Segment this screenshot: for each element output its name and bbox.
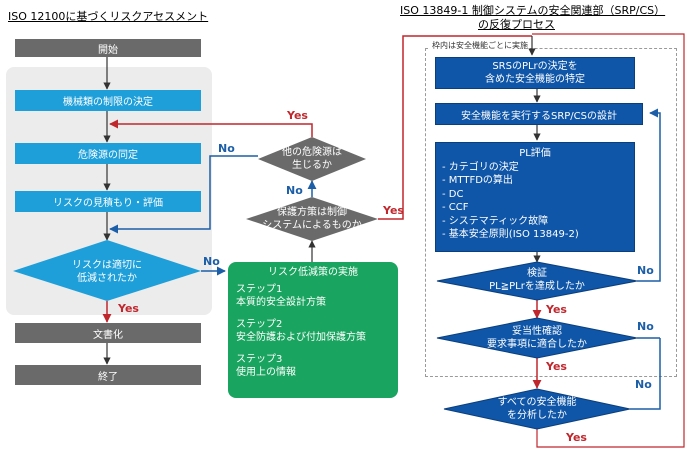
srs-line1: SRSのPLrの決定を — [492, 61, 578, 72]
step3-text: 使用上の情報 — [236, 367, 296, 378]
yes-label-verify: Yes — [546, 303, 567, 316]
design-box: 安全機能を実行するSRP/CSの設計 — [435, 103, 643, 125]
risk-decision-line1: リスクは適切に — [72, 260, 142, 271]
limits-box: 機械類の制限の決定 — [15, 90, 201, 111]
step3-label: ステップ3 — [236, 353, 283, 365]
risk-reduction-title: リスク低減策の実施 — [268, 267, 358, 278]
no-label-verify: No — [637, 264, 654, 277]
all-functions-line1: すべての安全機能 — [497, 397, 577, 408]
srs-box: SRSのPLrの決定を 含めた安全機能の特定 — [435, 57, 635, 89]
all-functions-text: すべての安全機能 を分析したか — [472, 395, 602, 423]
pl-item: - 基本安全原則(ISO 13849-2) — [442, 229, 579, 240]
step1-label: ステップ1 — [236, 283, 283, 295]
verify-text: 検証 PL≧PLrを達成したか — [467, 266, 607, 294]
all-functions-line2: を分析したか — [507, 410, 567, 421]
other-hazard-line2: 生じるか — [292, 160, 332, 171]
validate-diamond — [436, 317, 638, 359]
arrow-other-yes — [109, 119, 313, 137]
other-hazard-text: 他の危険源は 生じるか — [262, 145, 362, 173]
right-title-line1: ISO 13849-1 制御システムの安全関連部（SRP/CS） — [400, 4, 666, 17]
risk-estimation-box: リスクの見積もり・評価 — [15, 191, 201, 212]
per-function-frame — [425, 48, 677, 377]
step2-label: ステップ2 — [236, 318, 283, 330]
verify-line2: PL≧PLrを達成したか — [489, 281, 585, 292]
no-label-risk-decision: No — [203, 255, 220, 268]
control-system-line2: システムによるものか — [262, 220, 362, 231]
risk-decision-diamond — [13, 240, 201, 301]
step1-text: 本質的安全設計方策 — [236, 297, 326, 308]
hazard-identification-box: 危険源の同定 — [15, 143, 201, 164]
pl-item: - CCF — [442, 202, 469, 213]
control-system-text: 保護方策は制御 システムによるものか — [256, 205, 368, 233]
step2-text: 安全防護および付加保護方策 — [236, 332, 366, 343]
documentation-box: 文書化 — [15, 323, 201, 343]
control-system-line1: 保護方策は制御 — [277, 207, 347, 218]
pl-evaluation-box: PL評価 - カテゴリの決定 - MTTFDの算出 - DC - CCF - シ… — [435, 142, 635, 252]
arrow-all-yes — [532, 33, 685, 448]
risk-decision-text: リスクは適切に 低減されたか — [47, 257, 167, 287]
control-system-diamond — [246, 197, 378, 241]
yes-label-risk-decision: Yes — [118, 302, 139, 315]
other-hazard-line1: 他の危険源は — [282, 147, 342, 158]
yes-label-other-hazard: Yes — [287, 109, 308, 122]
risk-decision-line2: 低減されたか — [77, 273, 137, 284]
risk-reduction-box: リスク低減策の実施 ステップ1 本質的安全設計方策 ステップ2 安全防護および付… — [228, 262, 398, 398]
yes-label-validate: Yes — [546, 360, 567, 373]
validate-line2: 要求事項に適合したか — [487, 339, 587, 350]
no-label-control-system: No — [286, 184, 303, 197]
arrow-all-no — [630, 338, 661, 410]
end-box: 終了 — [15, 365, 201, 385]
pl-item: - システマティック故障 — [442, 215, 549, 227]
yes-label-control-system: Yes — [383, 204, 404, 217]
pl-item: - MTTFDの算出 — [442, 175, 513, 186]
arrow-verify-no — [637, 108, 661, 282]
no-label-validate: No — [637, 320, 654, 333]
pl-item: - DC — [442, 188, 464, 200]
srs-line2: 含めた安全機能の特定 — [485, 74, 585, 85]
validate-text: 妥当性確認 要求事項に適合したか — [467, 324, 607, 352]
no-label-all-functions: No — [635, 378, 652, 391]
no-label-other-hazard: No — [218, 142, 235, 155]
verify-line1: 検証 — [527, 268, 547, 279]
per-function-frame-label: 枠内は安全機能ごとに実施 — [430, 40, 530, 51]
arrow-control-yes-line — [378, 35, 532, 220]
right-title-line2: の反復プロセス — [478, 18, 555, 31]
pl-evaluation-title: PL評価 — [519, 148, 551, 159]
arrow-other-no — [109, 155, 258, 234]
verify-diamond — [436, 261, 638, 301]
start-box: 開始 — [15, 39, 201, 57]
pl-item: - カテゴリの決定 — [442, 161, 519, 173]
yes-label-all-functions: Yes — [566, 431, 587, 444]
other-hazard-diamond — [258, 137, 366, 181]
left-title: ISO 12100に基づくリスクアセスメント — [8, 10, 209, 23]
validate-line1: 妥当性確認 — [512, 326, 562, 337]
all-functions-diamond — [443, 388, 631, 430]
